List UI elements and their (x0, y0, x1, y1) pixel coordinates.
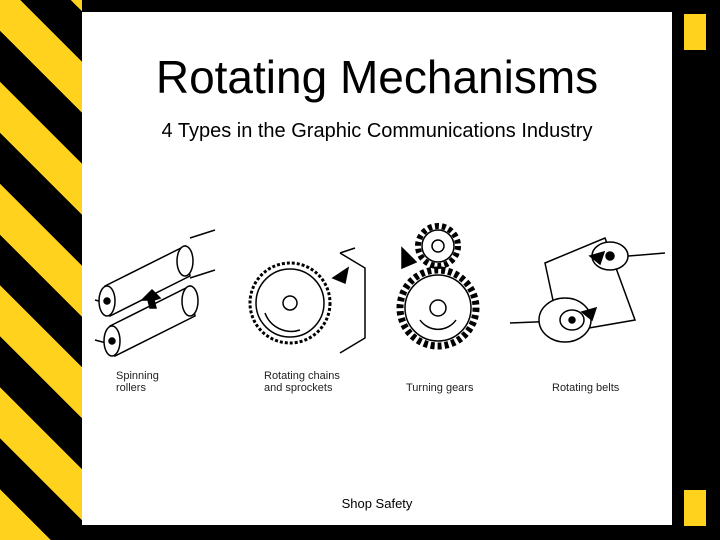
slide-subtitle: 4 Types in the Graphic Communications In… (161, 120, 593, 142)
spinning-rollers-illustration (94, 229, 216, 358)
turning-gears-illustration (396, 223, 480, 350)
slide-title: Rotating Mechanisms (155, 51, 599, 103)
bottom-right-accent-bar (684, 490, 706, 526)
hazard-stripes (0, 0, 82, 540)
caption-chains-sprockets: Rotating chains and sprockets (264, 370, 340, 394)
mechanisms-drawing (94, 223, 666, 358)
slide-panel: Rotating Mechanisms 4 Types in the Graph… (82, 12, 672, 525)
rotating-belts-illustration (509, 237, 666, 343)
top-right-accent-bar (684, 14, 706, 50)
chain-sprocket-illustration (248, 247, 366, 354)
slide-footer: Shop Safety (341, 496, 413, 511)
caption-spinning-rollers: Spinning rollers (116, 370, 159, 394)
caption-rotating-belts: Rotating belts (552, 382, 620, 394)
mechanisms-illustration: Spinning rollers Rotating chains and spr… (90, 208, 670, 398)
caption-turning-gears: Turning gears (406, 382, 474, 394)
